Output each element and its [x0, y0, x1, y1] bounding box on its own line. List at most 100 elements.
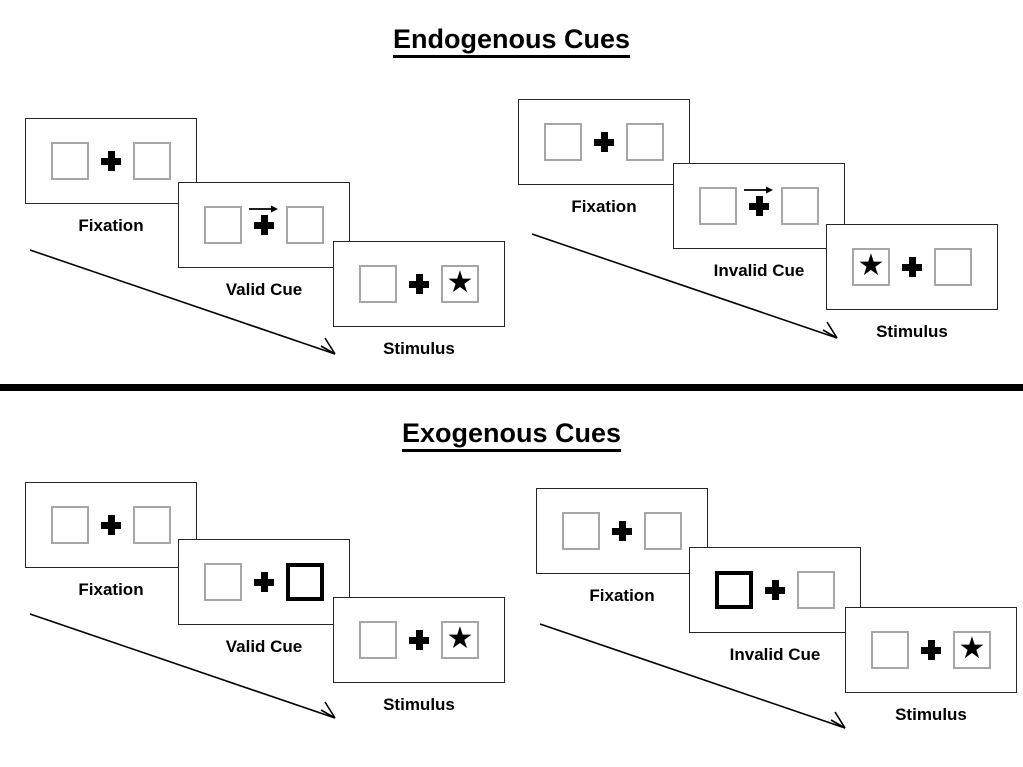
fixation-plus-icon — [101, 515, 121, 535]
frame-exogenous-invalid-cue: ★ ★ — [689, 547, 861, 633]
stimulus-box-right: ★ — [133, 506, 171, 544]
stimulus-box-left: ★ — [51, 506, 89, 544]
fixation-plus-icon — [101, 151, 121, 171]
frame-content: ★ ★ — [562, 508, 682, 554]
frame-content: ★ ★ — [204, 202, 324, 248]
frame-exogenous-valid-cue: ★ ★ — [178, 539, 350, 625]
frame-exogenous-invalid-fixation: ★ ★ — [536, 488, 708, 574]
stimulus-box-left: ★ — [359, 265, 397, 303]
frame-label-exogenous-invalid-stimulus: Stimulus — [895, 705, 967, 724]
frame-exogenous-valid-fixation: ★ ★ — [25, 482, 197, 568]
panel-title-exogenous: Exogenous Cues — [0, 418, 1023, 452]
frame-content: ★ ★ — [204, 559, 324, 605]
frame-label-endogenous-invalid-cue: Invalid Cue — [713, 261, 805, 280]
frame-endogenous-invalid-fixation: ★ ★ — [518, 99, 690, 185]
cue-arrow-right-icon — [249, 204, 279, 214]
time-arrow-endogenous-invalid — [530, 230, 850, 348]
frame-label-endogenous-invalid-fixation: Fixation — [571, 197, 637, 216]
frame-label-endogenous-invalid-stimulus: Stimulus — [876, 322, 948, 341]
fixation-center — [89, 502, 133, 548]
stimulus-box-right: ★ — [441, 621, 479, 659]
fixation-plus-icon — [594, 132, 614, 152]
fixation-plus-icon — [409, 630, 429, 650]
stimulus-box-left-cued: ★ — [715, 571, 753, 609]
frame-label-exogenous-invalid-cue: Invalid Cue — [729, 645, 821, 664]
stimulus-box-left: ★ — [204, 206, 242, 244]
frame-content: ★ ★ — [715, 567, 835, 613]
stimulus-box-right: ★ — [286, 206, 324, 244]
frame-content: ★ ★ — [51, 138, 171, 184]
stimulus-box-left: ★ — [51, 142, 89, 180]
frame-label-endogenous-valid-cue: Valid Cue — [225, 280, 303, 299]
fixation-center — [397, 617, 441, 663]
stimulus-box-right: ★ — [934, 248, 972, 286]
stimulus-box-left: ★ — [871, 631, 909, 669]
stimulus-box-left: ★ — [359, 621, 397, 659]
panel-endogenous: Endogenous Cues ★ ★ — [0, 24, 1023, 364]
fixation-center — [242, 202, 286, 248]
frame-content: ★ ★ — [852, 244, 972, 290]
panel-exogenous: Exogenous Cues ★ ★ Fixation ★ — [0, 392, 1023, 767]
stimulus-box-right: ★ — [626, 123, 664, 161]
frame-label-exogenous-valid-stimulus: Stimulus — [383, 695, 455, 714]
frame-label-exogenous-valid-cue: Valid Cue — [225, 637, 303, 656]
frame-exogenous-valid-stimulus: ★ ★ — [333, 597, 505, 683]
time-arrow-exogenous-valid — [28, 610, 348, 728]
fixation-center — [753, 567, 797, 613]
fixation-center — [242, 559, 286, 605]
fixation-center — [582, 119, 626, 165]
stimulus-box-right: ★ — [953, 631, 991, 669]
star-icon: ★ — [446, 266, 474, 299]
stimulus-box-left: ★ — [204, 563, 242, 601]
stimulus-box-left: ★ — [544, 123, 582, 161]
frame-label-exogenous-invalid-fixation: Fixation — [589, 586, 655, 605]
stimulus-box-right: ★ — [797, 571, 835, 609]
fixation-plus-icon — [921, 640, 941, 660]
frame-content: ★ ★ — [699, 183, 819, 229]
cue-arrow-right-icon — [744, 185, 774, 195]
stimulus-box-right: ★ — [441, 265, 479, 303]
time-arrow-exogenous-invalid — [538, 620, 858, 738]
panel-divider — [0, 384, 1023, 391]
frame-endogenous-valid-fixation: ★ ★ — [25, 118, 197, 204]
frame-content: ★ ★ — [359, 617, 479, 663]
frame-exogenous-invalid-stimulus: ★ ★ — [845, 607, 1017, 693]
stimulus-box-left: ★ — [699, 187, 737, 225]
frame-endogenous-valid-stimulus: ★ ★ — [333, 241, 505, 327]
frame-label-exogenous-valid-fixation: Fixation — [78, 580, 144, 599]
frame-label-endogenous-valid-fixation: Fixation — [78, 216, 144, 235]
fixation-plus-icon — [765, 580, 785, 600]
panel-title-endogenous-text: Endogenous Cues — [392, 24, 630, 58]
stimulus-box-right: ★ — [644, 512, 682, 550]
fixation-plus-icon — [902, 257, 922, 277]
frame-content: ★ ★ — [871, 627, 991, 673]
star-icon: ★ — [857, 249, 885, 282]
fixation-center — [397, 261, 441, 307]
stimulus-box-left: ★ — [852, 248, 890, 286]
frame-content: ★ ★ — [544, 119, 664, 165]
fixation-plus-icon — [254, 215, 274, 235]
stimulus-box-right: ★ — [781, 187, 819, 225]
panel-title-exogenous-text: Exogenous Cues — [401, 418, 622, 452]
fixation-center — [909, 627, 953, 673]
fixation-center — [737, 183, 781, 229]
fixation-plus-icon — [254, 572, 274, 592]
frame-endogenous-invalid-cue: ★ ★ — [673, 163, 845, 249]
stimulus-box-right: ★ — [133, 142, 171, 180]
frame-label-endogenous-valid-stimulus: Stimulus — [383, 339, 455, 358]
star-icon: ★ — [446, 622, 474, 655]
panel-title-endogenous: Endogenous Cues — [0, 24, 1023, 58]
stimulus-box-left: ★ — [562, 512, 600, 550]
frame-content: ★ ★ — [359, 261, 479, 307]
fixation-center — [89, 138, 133, 184]
fixation-plus-icon — [612, 521, 632, 541]
fixation-plus-icon — [749, 196, 769, 216]
frame-endogenous-invalid-stimulus: ★ ★ — [826, 224, 998, 310]
frame-content: ★ ★ — [51, 502, 171, 548]
star-icon: ★ — [958, 632, 986, 665]
fixation-plus-icon — [409, 274, 429, 294]
fixation-center — [890, 244, 934, 290]
time-arrow-endogenous-valid — [28, 246, 348, 364]
stimulus-box-right-cued: ★ — [286, 563, 324, 601]
fixation-center — [600, 508, 644, 554]
